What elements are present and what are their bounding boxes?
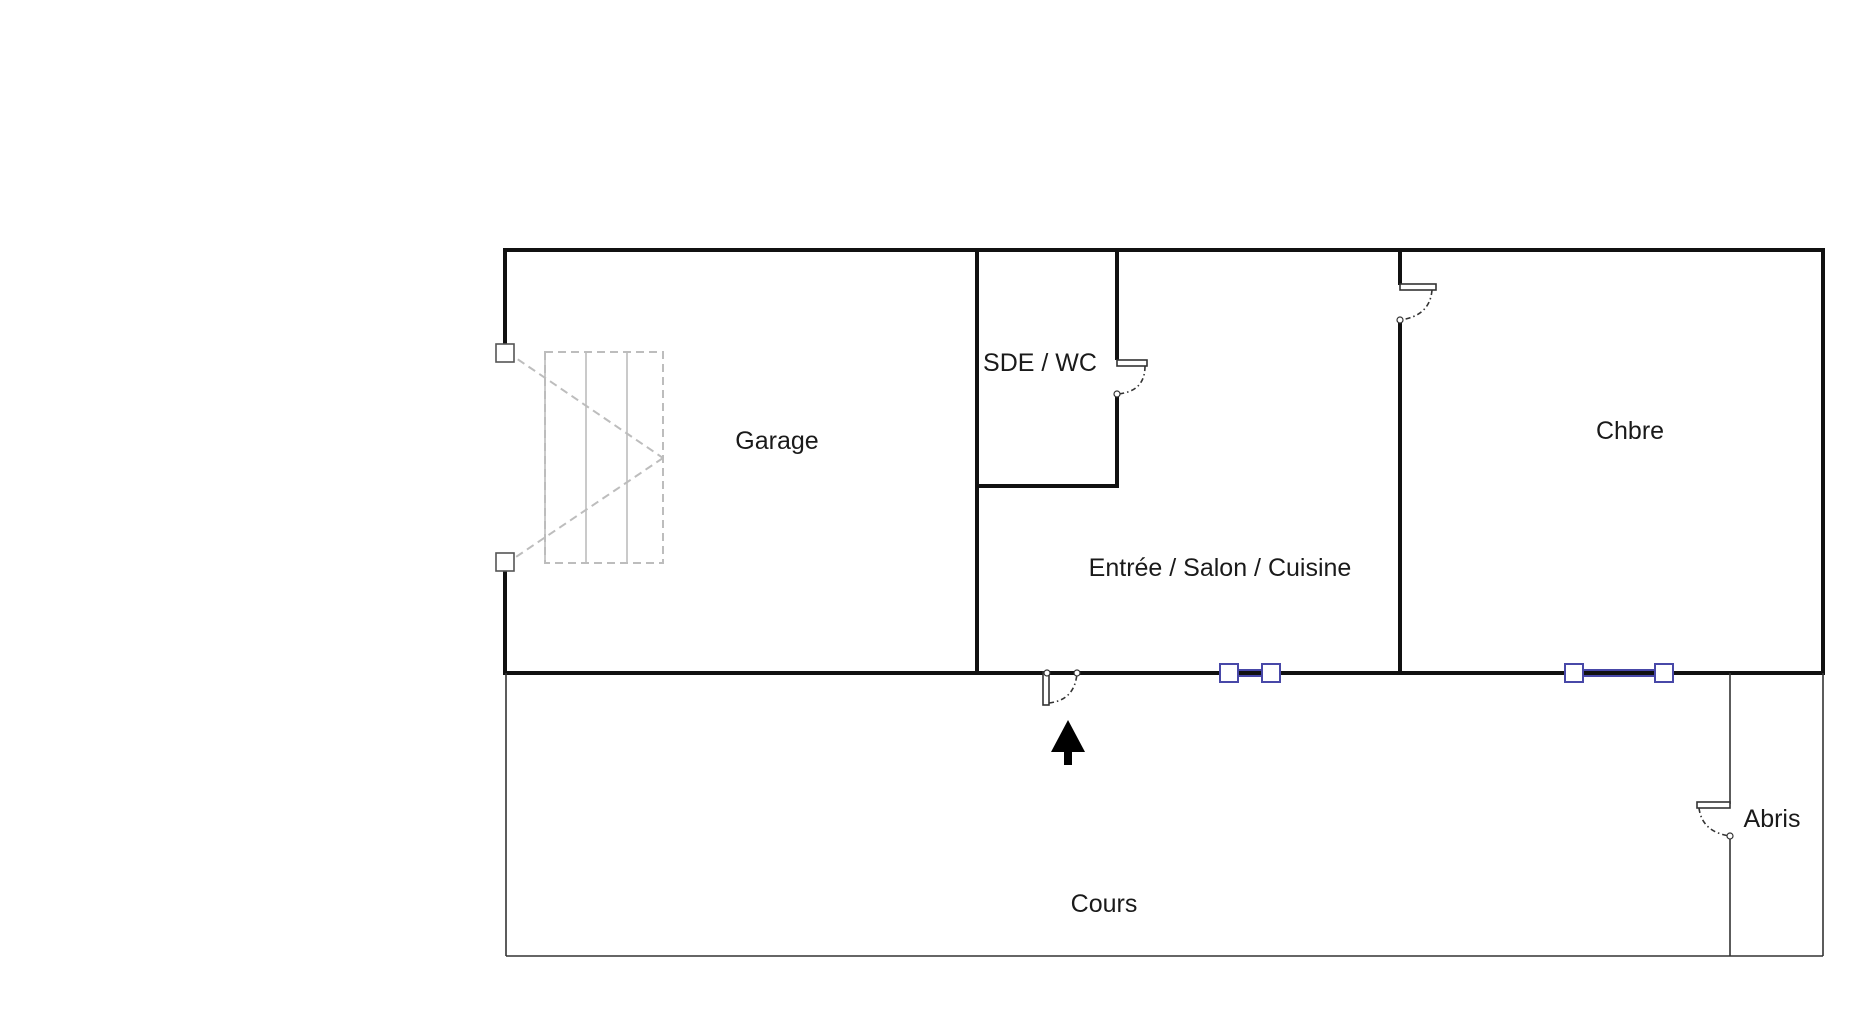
door-leaf bbox=[1042, 671, 1050, 706]
door-hinge bbox=[1113, 390, 1121, 398]
door-hinge bbox=[1043, 669, 1051, 677]
entrance-arrow-stem bbox=[1064, 750, 1072, 765]
door-hinge bbox=[1073, 669, 1081, 677]
door-leaf bbox=[1116, 359, 1148, 367]
stair-post-top bbox=[495, 343, 515, 363]
window-icon bbox=[1219, 663, 1281, 683]
window-jamb bbox=[1564, 663, 1584, 683]
room-label-abris: Abris bbox=[1744, 805, 1801, 833]
door-leaf bbox=[1399, 283, 1437, 291]
stair-post-bottom bbox=[495, 552, 515, 572]
entrance-arrow-icon bbox=[1051, 720, 1085, 765]
window-jamb bbox=[1219, 663, 1239, 683]
window-jamb bbox=[1654, 663, 1674, 683]
window-icon bbox=[1564, 663, 1674, 683]
door-hinge bbox=[1726, 832, 1734, 840]
door-icon bbox=[1696, 801, 1734, 840]
door-swing bbox=[1116, 365, 1146, 395]
stair-run-line bbox=[506, 457, 664, 564]
door-leaf bbox=[1696, 801, 1731, 809]
walls bbox=[503, 248, 1825, 957]
stair-outline bbox=[544, 351, 664, 564]
door-hinge bbox=[1396, 316, 1404, 324]
entrance-arrow-head bbox=[1051, 720, 1085, 752]
window-jamb bbox=[1261, 663, 1281, 683]
room-label-cours: Cours bbox=[1071, 890, 1138, 918]
room-label-garage: Garage bbox=[735, 427, 818, 455]
room-label-entree-salon-cuisine: Entrée / Salon / Cuisine bbox=[1089, 554, 1352, 582]
door-swing bbox=[1399, 289, 1433, 321]
door-swing bbox=[1048, 672, 1078, 704]
room-label-chbre: Chbre bbox=[1596, 417, 1664, 445]
door-swing bbox=[1698, 807, 1731, 837]
stair-run-line bbox=[506, 351, 664, 459]
door-icon bbox=[1113, 359, 1148, 398]
room-label-sde-wc: SDE / WC bbox=[983, 349, 1097, 377]
door-icon bbox=[1042, 669, 1081, 706]
door-icon bbox=[1396, 283, 1437, 324]
staircase-icon bbox=[495, 343, 664, 572]
